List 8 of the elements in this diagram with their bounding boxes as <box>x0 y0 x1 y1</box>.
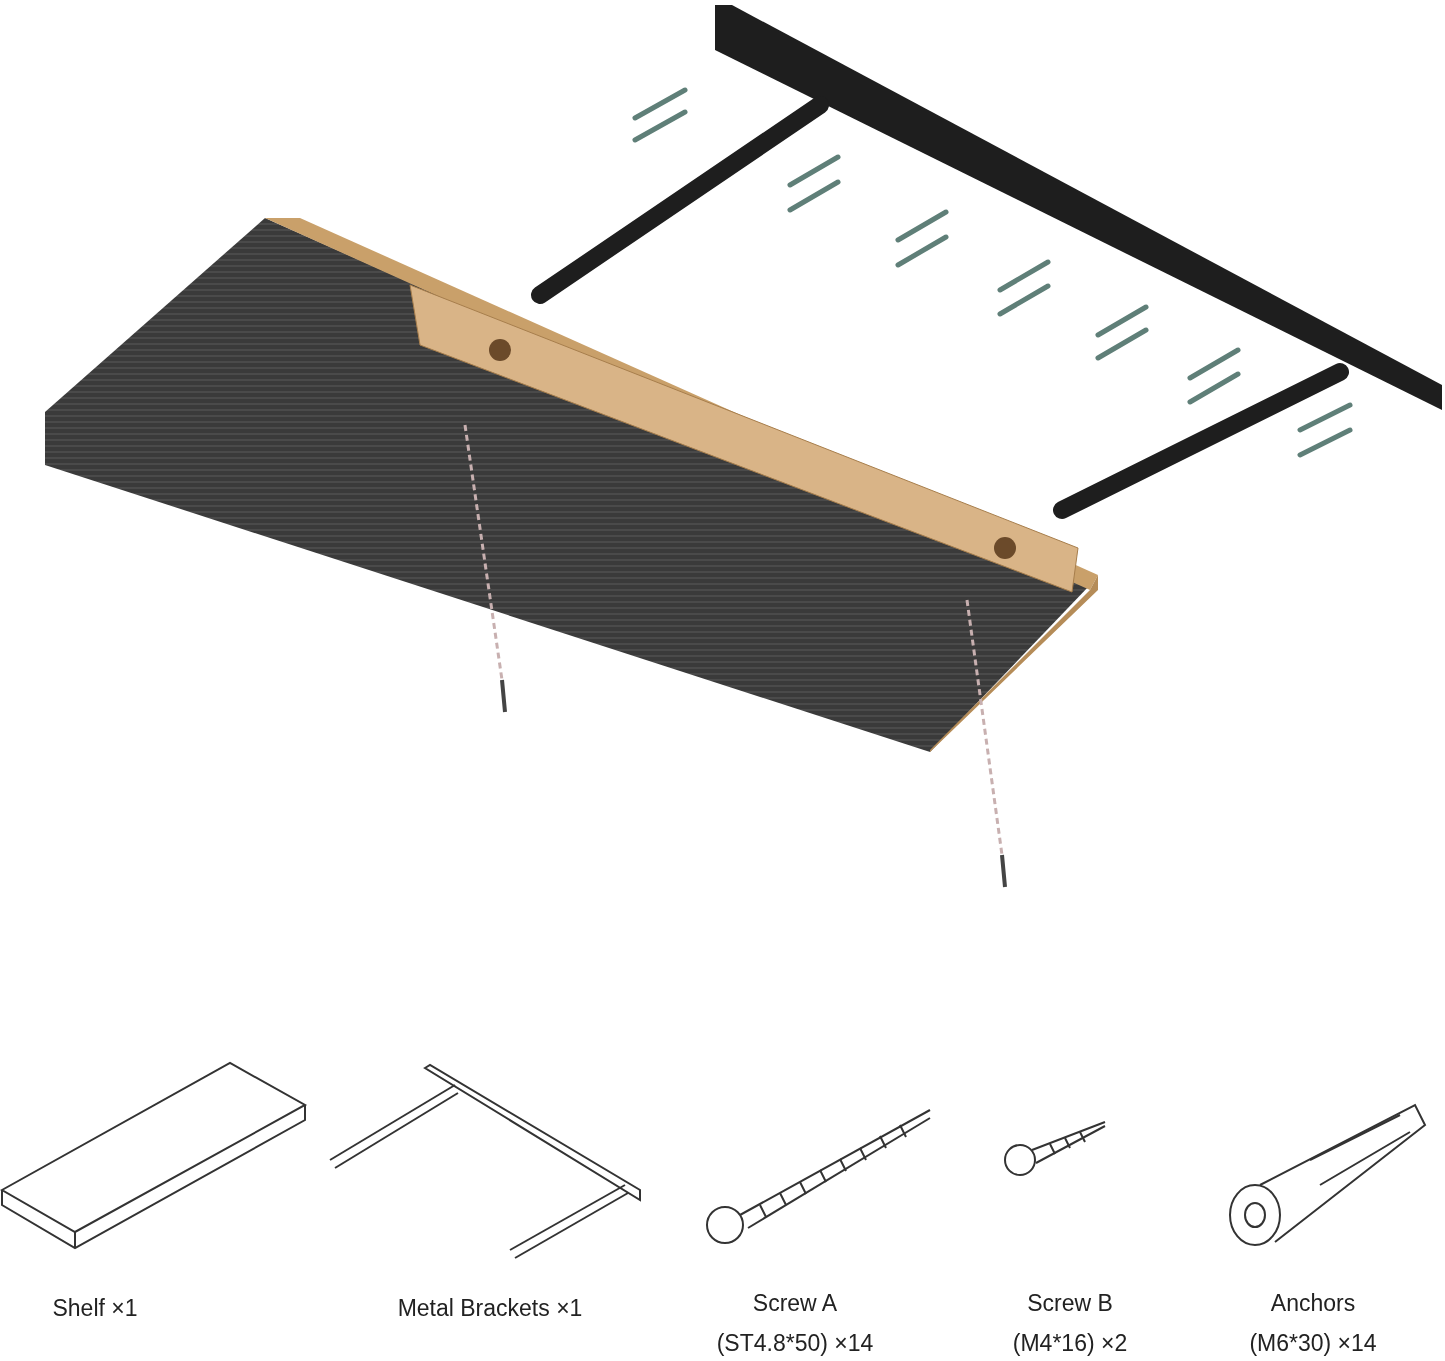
part-label: Screw A <box>752 1290 838 1317</box>
part-label: Shelf ×1 <box>52 1295 138 1322</box>
part-label: Anchors <box>1270 1290 1356 1317</box>
part-label: Metal Brackets ×1 <box>397 1295 583 1322</box>
part-spec: (ST4.8*50) ×14 <box>716 1330 874 1357</box>
part-spec: (M4*16) ×2 <box>1012 1330 1128 1357</box>
part-label: Screw B <box>1027 1290 1113 1317</box>
part-spec: (M6*30) ×14 <box>1249 1330 1377 1357</box>
